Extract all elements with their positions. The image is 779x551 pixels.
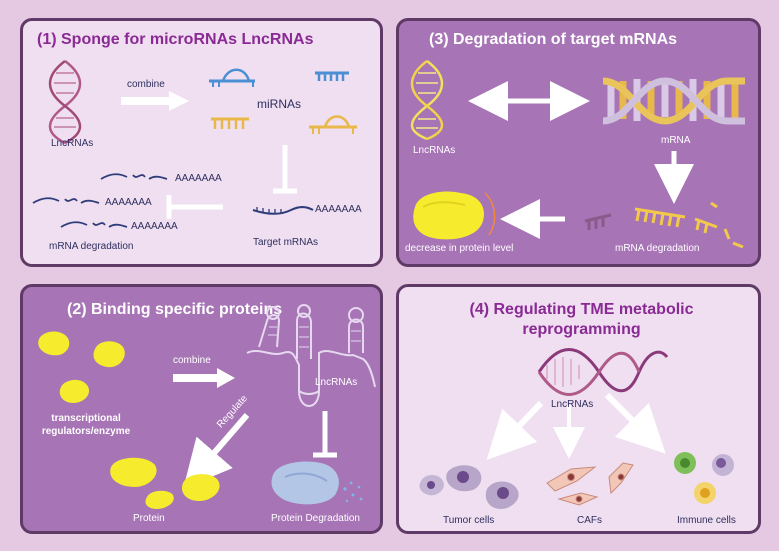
decrease-curve [484,192,496,236]
mrna-strand-icon [252,206,314,215]
protein-blob-icon [38,331,125,403]
tumor-cell-icon [419,465,519,509]
inhibit-symbol [273,145,297,194]
mirna-icon [209,68,255,87]
inhibit-symbol [166,195,223,219]
panel-sponge-art [32,60,357,228]
combine-arrow [121,91,189,111]
mrna-degradation-label: mRNA degradation [49,241,134,252]
combine-arrow [173,368,235,388]
lncrnas-label: LncRNAs [551,399,594,410]
lncrna-helix-icon [48,60,82,145]
panel-tme-art [419,348,734,509]
lncrna-structure-icon [246,304,376,407]
panel-title-line2: reprogramming [522,321,641,338]
caf-cell-icon [546,462,634,506]
mrna-label: mRNA [661,135,691,146]
protein-degradation-label: Protein Degradation [271,513,360,524]
regulators-label-line1: transcriptional [51,413,121,424]
poly-a-tail: AAAAAAA [131,221,178,232]
arrow-to-immune [604,392,666,454]
lncrnas-label: LncRNAs [315,377,358,388]
lncrnas-label: LncRNAs [51,138,94,149]
mirna-icon [315,71,349,81]
panel-degradation-target-mrnas: (3) Degradation of target mRNAs [396,18,761,267]
mirna-icon [309,115,357,134]
protein-blob-icon [110,457,220,509]
protein-blob-icon [413,191,485,240]
arrow-to-tumor [486,400,544,461]
panel-title: (2) Binding specific proteins [67,301,283,318]
panel-title: (3) Degradation of target mRNAs [429,31,678,48]
regulators-label-line2: regulators/enzyme [41,426,131,437]
mrna-degradation-label: mRNA degradation [615,243,700,254]
combine-label: combine [127,79,165,90]
panel-binding-specific-proteins: (2) Binding specific proteins [20,284,383,534]
panel-sponge-micrornas: (1) Sponge for microRNAs LncRNAs [20,18,383,267]
poly-a-tail: AAAAAAA [105,197,152,208]
immune-cell-icon [674,452,734,504]
decrease-protein-level-label: decrease in protein level [405,243,514,254]
mrna-strand-icon [634,201,744,249]
poly-a-tail: AAAAAAA [175,173,222,184]
panel-binding-art [38,304,376,509]
lncrnas-label: LncRNAs [413,145,456,156]
panel-regulating-tme: (4) Regulating TME metabolic reprogrammi… [396,284,761,534]
panel-title: (1) Sponge for microRNAs LncRNAs [37,31,314,48]
target-mrnas-label: Target mRNAs [253,237,319,248]
protein-label: Protein [133,513,165,524]
lncrna-helix-icon [410,60,444,141]
cafs-label: CAFs [577,515,602,526]
mirnas-label: miRNAs [257,97,301,111]
inhibit-symbol [313,411,337,458]
panel-degradation-art [410,60,745,249]
protein-degraded-icon [271,461,363,505]
mirna-icon [584,213,612,230]
immune-cells-label: Immune cells [677,515,736,526]
panel-title-line1: (4) Regulating TME metabolic [469,301,694,318]
combine-label: combine [173,355,211,366]
regulate-arrow [183,413,250,489]
mirna-icon [211,117,249,129]
dna-double-helix-icon [602,77,745,125]
tumor-cells-label: Tumor cells [443,515,495,526]
dna-double-helix-icon [537,348,669,396]
poly-a-tail: AAAAAAA [315,204,362,215]
mrna-strand-icon [32,173,168,228]
